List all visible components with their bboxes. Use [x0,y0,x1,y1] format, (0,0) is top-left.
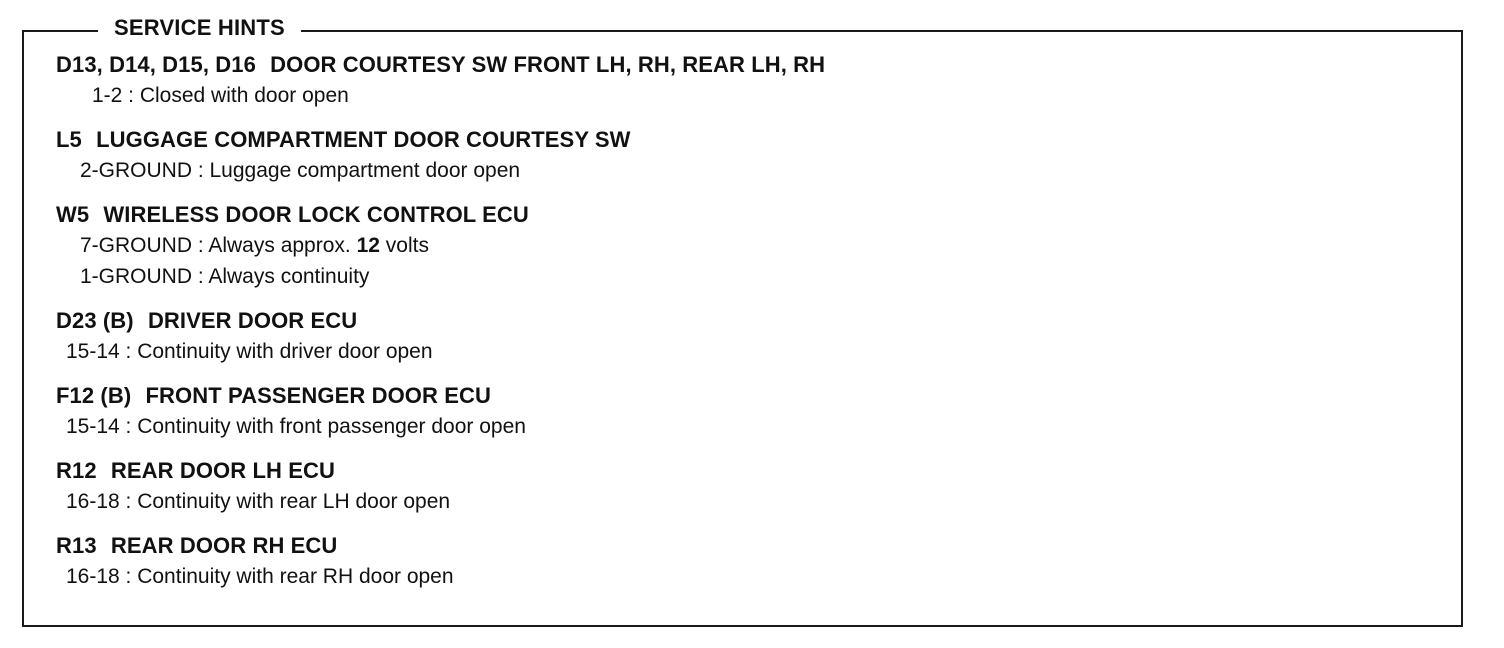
section-heading: R12 REAR DOOR LH ECU [56,456,1436,486]
service-hints-title: SERVICE HINTS [98,14,301,42]
hint-line: 16-18 : Continuity with rear RH door ope… [56,561,1436,592]
section-heading: D23 (B) DRIVER DOOR ECU [56,306,1436,336]
hint-section: R13 REAR DOOR RH ECU 16-18 : Continuity … [56,531,1436,592]
hint-line-text: 15-14 : Continuity with front passenger … [66,415,526,438]
component-name: DRIVER DOOR ECU [147,308,358,333]
hint-line: 16-18 : Continuity with rear LH door ope… [56,486,1436,517]
component-name: WIRELESS DOOR LOCK CONTROL ECU [103,202,529,227]
hint-line-text: 2-GROUND : Luggage compartment door open [80,159,521,182]
component-name: LUGGAGE COMPARTMENT DOOR COURTESY SW [96,127,631,152]
section-heading: W5 WIRELESS DOOR LOCK CONTROL ECU [56,200,1436,230]
connector-code: D13, D14, D15, D16 [56,52,256,77]
component-name: FRONT PASSENGER DOOR ECU [145,383,491,408]
section-heading: R13 REAR DOOR RH ECU [56,531,1436,561]
hint-section: D13, D14, D15, D16 DOOR COURTESY SW FRON… [56,50,1436,111]
hint-line: 1-2 : Closed with door open [56,80,1436,111]
hint-line-text: 15-14 : Continuity with driver door open [66,340,433,363]
hint-line: 15-14 : Continuity with front passenger … [56,411,1436,442]
component-name: REAR DOOR LH ECU [110,458,335,483]
section-heading: L5 LUGGAGE COMPARTMENT DOOR COURTESY SW [56,125,1436,155]
voltage-value: 12 [356,234,380,257]
connector-code: W5 [56,202,90,227]
service-hints-content: D13, D14, D15, D16 DOOR COURTESY SW FRON… [56,50,1436,592]
component-name: DOOR COURTESY SW FRONT LH, RH, REAR LH, … [270,52,826,77]
service-hints-frame [22,30,1463,627]
hint-section: F12 (B) FRONT PASSENGER DOOR ECU 15-14 :… [56,381,1436,442]
component-name: REAR DOOR RH ECU [110,533,338,558]
connector-code: L5 [56,127,82,152]
hint-line-text: 7-GROUND : Always approx. [80,234,357,257]
hint-section: R12 REAR DOOR LH ECU 16-18 : Continuity … [56,456,1436,517]
section-heading: D13, D14, D15, D16 DOOR COURTESY SW FRON… [56,50,1436,80]
hint-section: W5 WIRELESS DOOR LOCK CONTROL ECU 7-GROU… [56,200,1436,292]
hint-line-text: 1-GROUND : Always continuity [80,265,370,288]
hint-line-text: 16-18 : Continuity with rear LH door ope… [66,490,451,513]
hint-line-text: 1-2 : Closed with door open [92,84,349,107]
hint-section: L5 LUGGAGE COMPARTMENT DOOR COURTESY SW … [56,125,1436,186]
hint-line-text: volts [379,234,429,257]
hint-line: 7-GROUND : Always approx. 12 volts [56,230,1436,261]
connector-code: F12 (B) [56,383,132,408]
hint-section: D23 (B) DRIVER DOOR ECU 15-14 : Continui… [56,306,1436,367]
connector-code: D23 (B) [56,308,134,333]
hint-line: 2-GROUND : Luggage compartment door open [56,155,1436,186]
section-heading: F12 (B) FRONT PASSENGER DOOR ECU [56,381,1436,411]
connector-code: R13 [56,533,97,558]
hint-line: 1-GROUND : Always continuity [56,261,1436,292]
hint-line: 15-14 : Continuity with driver door open [56,336,1436,367]
hint-line-text: 16-18 : Continuity with rear RH door ope… [66,565,454,588]
connector-code: R12 [56,458,97,483]
